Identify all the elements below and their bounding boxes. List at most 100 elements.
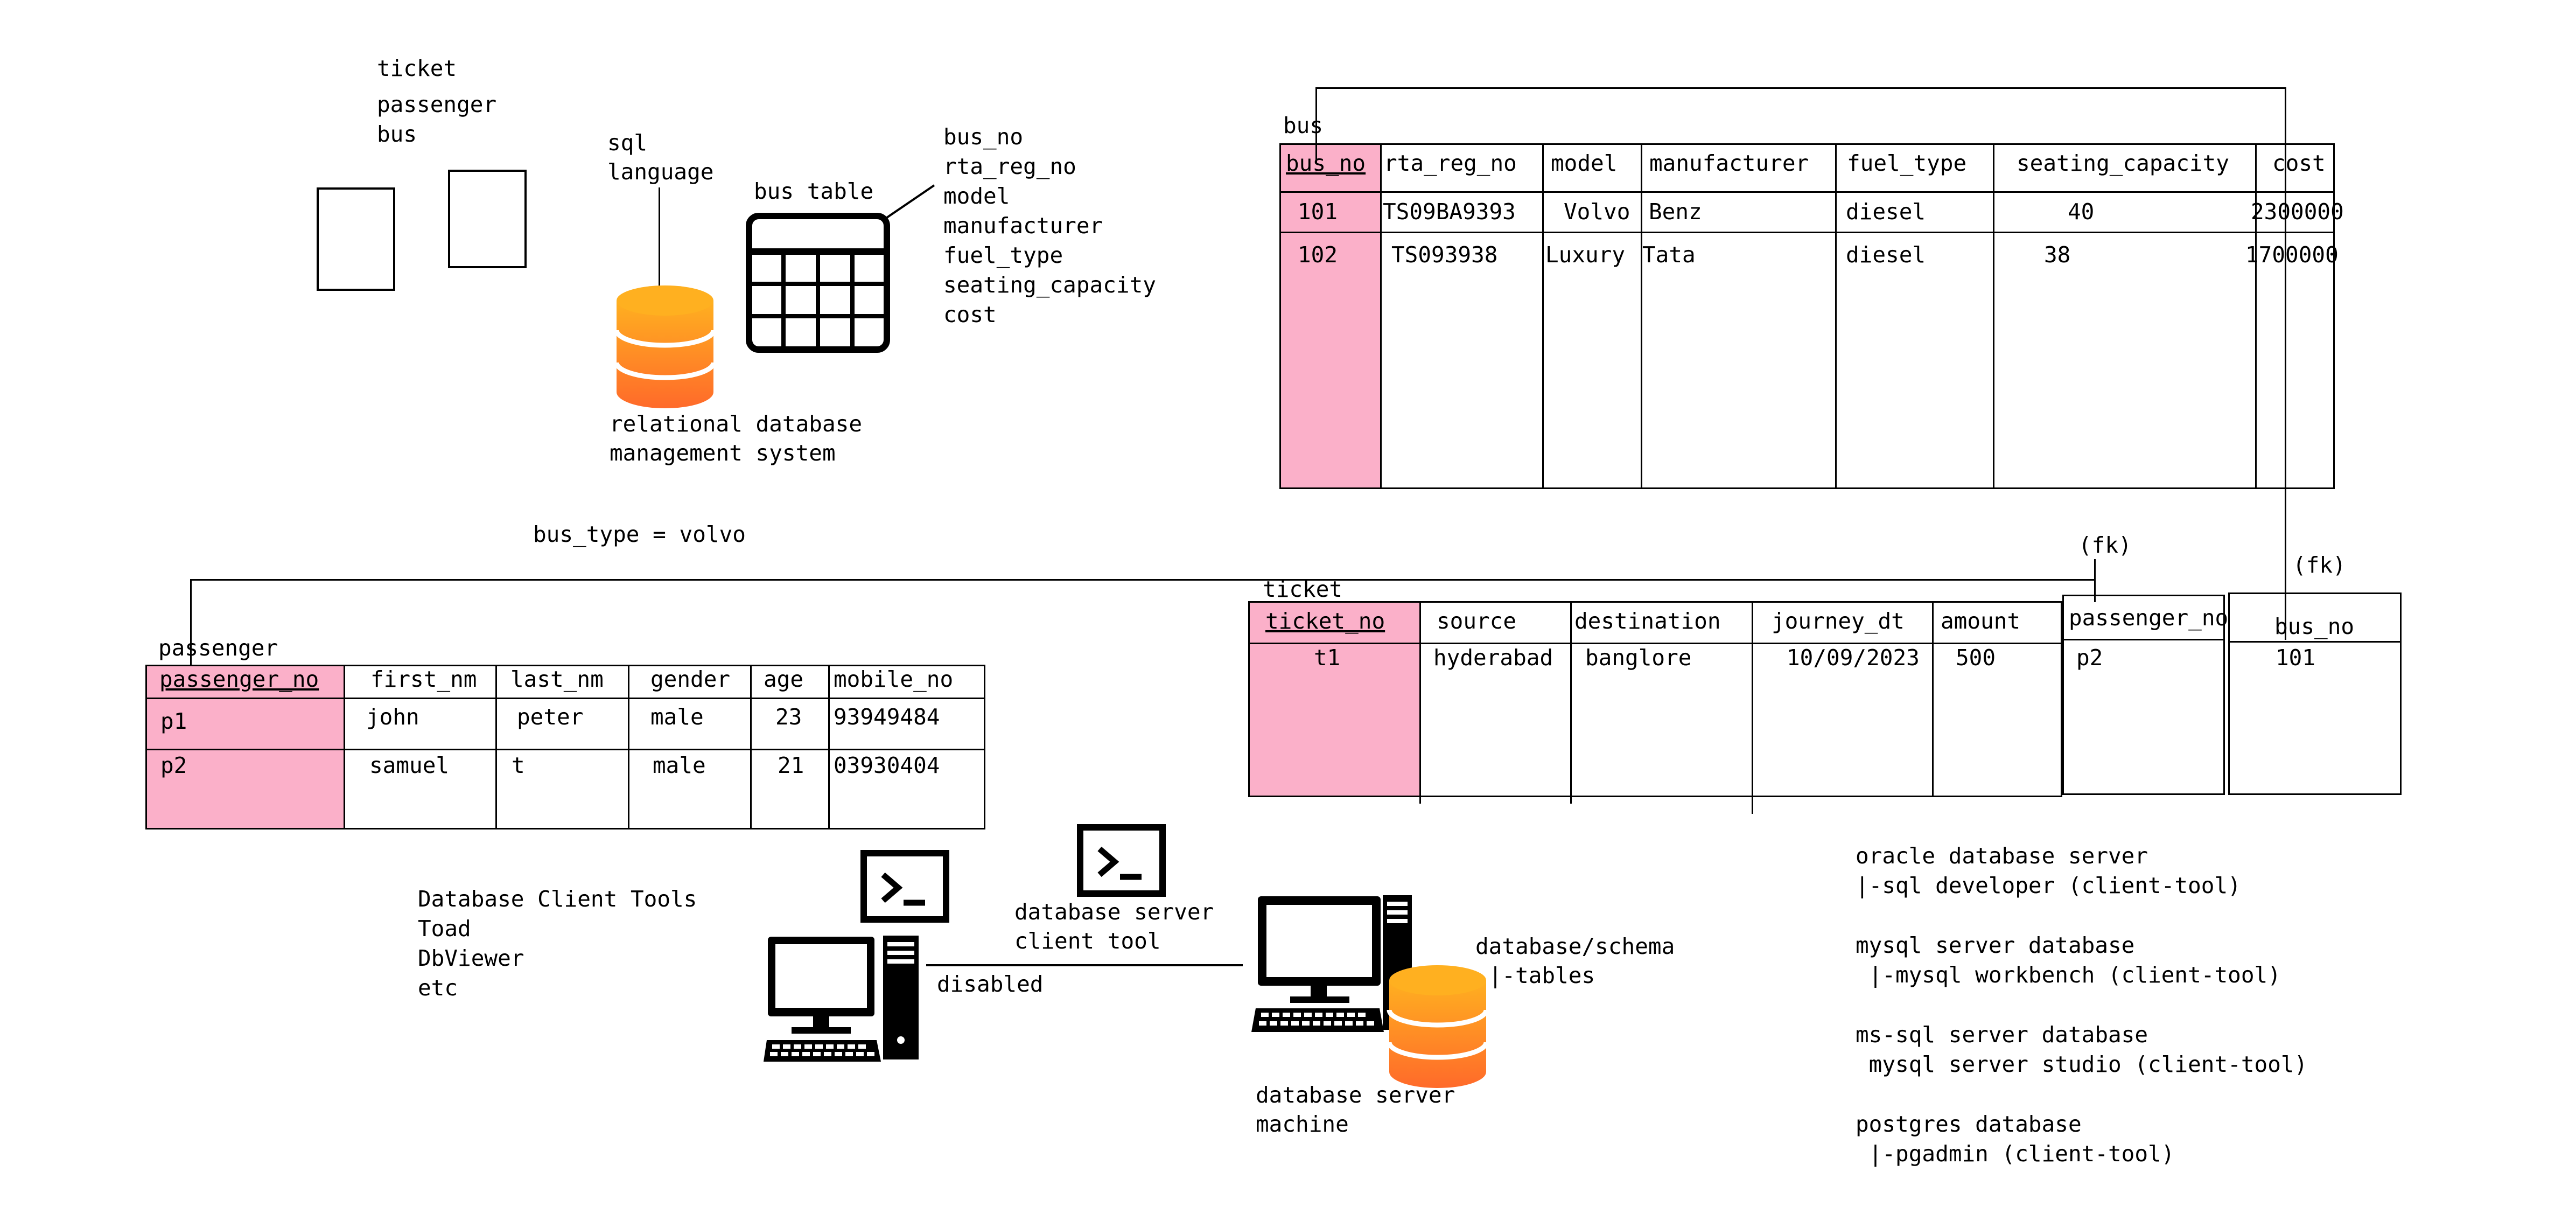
bus-cell: Benz xyxy=(1649,199,1702,225)
bus-row-divider xyxy=(1279,232,2335,233)
client-tools-title: Database Client Tools xyxy=(418,886,697,912)
bus-col-divider xyxy=(1835,143,1837,489)
server-tool: |-sql developer (client-tool) xyxy=(1856,873,2241,898)
ticket-fk-passenger-column xyxy=(2062,595,2225,795)
link-status-label: disabled xyxy=(937,971,1044,997)
ticket-header-journey-dt: journey_dt xyxy=(1772,608,1905,634)
bus-cell: Luxury xyxy=(1545,242,1626,268)
entity-bus-label: bus xyxy=(377,121,417,147)
passenger-header-last-nm: last_nm xyxy=(510,666,604,692)
column-fuel-type: fuel_type xyxy=(943,242,1063,268)
passenger-cell: peter xyxy=(517,704,584,730)
fk-bus-label: (fk) xyxy=(2293,552,2346,578)
bus-cell: 1700000 xyxy=(2245,242,2339,268)
ticket-col-divider xyxy=(1570,601,1572,804)
passenger-header-gender: gender xyxy=(650,666,731,692)
passenger-table-frame xyxy=(145,665,985,829)
passenger-table-name: passenger xyxy=(158,635,278,661)
fk-passenger-connector-top xyxy=(190,579,2095,581)
ticket-header-bus-no: bus_no xyxy=(2274,614,2355,639)
entity-passenger-label: passenger xyxy=(377,92,497,117)
bus-header-manufacturer: manufacturer xyxy=(1649,150,1809,176)
ticket-cell: 10/09/2023 xyxy=(1787,645,1920,671)
ticket-col-divider xyxy=(1419,601,1421,804)
bus-cell: Tata xyxy=(1642,242,1696,268)
fk-passenger-connector-right xyxy=(2094,559,2096,602)
client-tool-item: Toad xyxy=(418,916,471,942)
ticket-cell: t1 xyxy=(1314,645,1341,671)
ticket-cell: 500 xyxy=(1956,645,1996,671)
ticket-cell-bus-no: 101 xyxy=(2276,645,2316,671)
passenger-cell: john xyxy=(366,704,419,730)
passenger-header-mobile-no: mobile_no xyxy=(834,666,954,692)
passenger-cell: male xyxy=(650,704,704,730)
fk-bus-connector-right xyxy=(2285,87,2286,640)
passenger-col-divider xyxy=(495,665,497,829)
bus-header-fuel-type: fuel_type xyxy=(1847,150,1967,176)
ticket-cell: banglore xyxy=(1585,645,1692,671)
server-tool: mysql server studio (client-tool) xyxy=(1856,1051,2308,1077)
server-machine-label: database server machine xyxy=(1256,1082,1455,1137)
column-cost: cost xyxy=(943,302,997,327)
table-connector-line xyxy=(884,184,935,220)
passenger-cell: 23 xyxy=(775,704,802,730)
bus-col-divider xyxy=(1380,143,1382,489)
passenger-col-divider xyxy=(344,665,345,829)
ticket-cell-passenger-no: p2 xyxy=(2076,645,2103,671)
bus-cell: 2300000 xyxy=(2251,199,2344,225)
table-icon xyxy=(746,213,890,353)
entity-rectangle-1 xyxy=(317,187,395,291)
ticket-header-divider xyxy=(1248,643,2062,644)
passenger-col-divider xyxy=(750,665,752,829)
fk-passenger-label: (fk) xyxy=(2078,532,2132,558)
fk-bus-connector-left xyxy=(1315,87,1317,163)
passenger-cell: 21 xyxy=(778,752,804,778)
passenger-cell: p1 xyxy=(160,708,187,734)
bus-header-seating-capacity: seating_capacity xyxy=(2017,150,2229,176)
rdbms-caption: relational database management system xyxy=(610,411,862,466)
terminal-icon xyxy=(860,850,949,923)
server-database-icon xyxy=(1387,965,1489,1088)
passenger-cell: 03930404 xyxy=(834,752,940,778)
column-rta-reg-no: rta_reg_no xyxy=(943,154,1076,179)
passenger-col-divider xyxy=(628,665,629,829)
ticket-fk-passenger-divider xyxy=(2062,639,2225,640)
column-bus-no: bus_no xyxy=(943,124,1024,150)
bus-table-frame xyxy=(1279,143,2335,489)
passenger-cell: p2 xyxy=(160,752,187,778)
passenger-pk-highlight xyxy=(146,666,345,828)
server-tool: |-pgadmin (client-tool) xyxy=(1856,1141,2175,1167)
ticket-table-frame xyxy=(1248,601,2062,797)
bus-cell: 38 xyxy=(2044,242,2071,268)
passenger-header-age: age xyxy=(764,666,804,692)
ticket-header-passenger-no: passenger_no xyxy=(2069,605,2229,631)
bus-header-cost: cost xyxy=(2272,150,2326,176)
passenger-header-first-nm: first_nm xyxy=(370,666,477,692)
bus-cell: diesel xyxy=(1846,242,1926,268)
passenger-header-divider xyxy=(145,698,985,699)
sql-language-label: sql language xyxy=(607,130,714,185)
bus-header-model: model xyxy=(1551,150,1618,176)
bus-cell: Volvo xyxy=(1564,199,1630,225)
bus-col-divider xyxy=(1993,143,1994,489)
ticket-header-destination: destination xyxy=(1574,608,1721,634)
passenger-cell: samuel xyxy=(369,752,450,778)
bus-col-divider xyxy=(2255,143,2257,489)
ticket-header-amount: amount xyxy=(1941,608,2021,634)
bus-cell: TS09BA9393 xyxy=(1383,199,1516,225)
ticket-fk-bus-column xyxy=(2228,592,2402,795)
server-name: postgres database xyxy=(1856,1111,2082,1137)
ticket-header-source: source xyxy=(1437,608,1517,634)
bus-type-note: bus_type = volvo xyxy=(533,521,746,547)
bus-col-divider xyxy=(1641,143,1642,489)
bus-cell: diesel xyxy=(1846,199,1926,225)
passenger-cell: 93949484 xyxy=(834,704,940,730)
fk-passenger-connector-left xyxy=(190,579,192,687)
ticket-table-name: ticket xyxy=(1263,576,1343,602)
ticket-cell: hyderabad xyxy=(1433,645,1553,671)
bus-cell: 40 xyxy=(2068,199,2095,225)
ticket-col-divider xyxy=(1752,601,1753,814)
client-computer-icon xyxy=(764,936,919,1062)
bus-cell: 101 xyxy=(1298,199,1338,225)
entity-rectangle-2 xyxy=(448,170,527,268)
